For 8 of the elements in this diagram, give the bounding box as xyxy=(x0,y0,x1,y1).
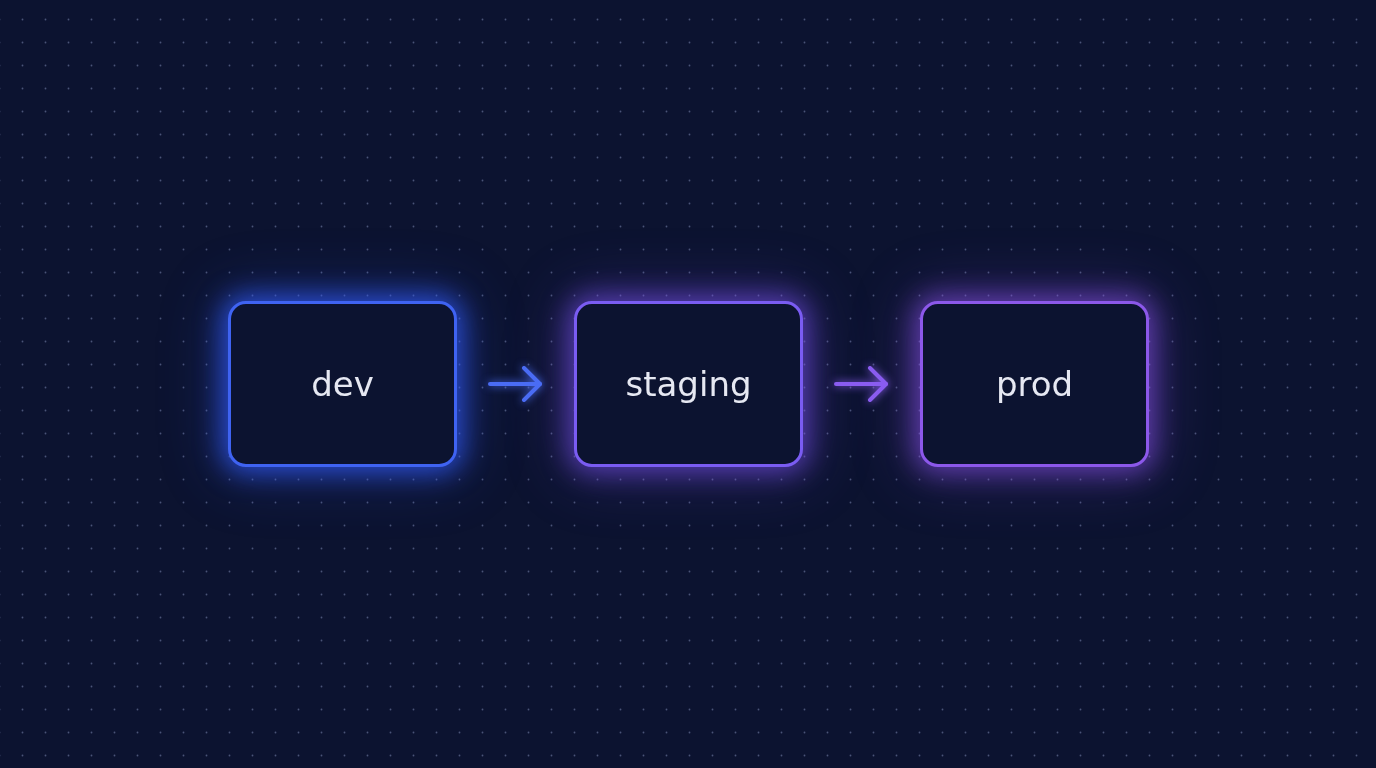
box-label: prod xyxy=(995,363,1074,405)
stage-box xyxy=(228,301,457,467)
arrow xyxy=(488,366,542,402)
stage-box xyxy=(920,301,1149,467)
arrow xyxy=(834,366,888,402)
stage-box xyxy=(574,301,803,467)
box-label: dev xyxy=(311,363,374,405)
box-label: staging xyxy=(625,363,752,405)
